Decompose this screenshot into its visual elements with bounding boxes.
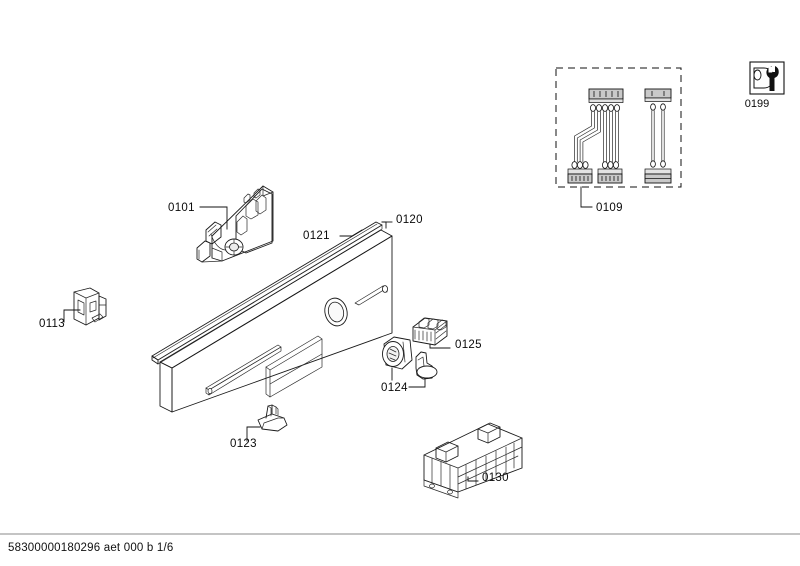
leader-0101 (199, 206, 228, 230)
trim-strip (151, 221, 383, 365)
harness-cable-b (644, 88, 672, 184)
rotary-knob (382, 336, 413, 370)
harness-connector-bottom-right (597, 168, 623, 184)
callout-0120: 0120 (396, 214, 423, 226)
callout-0109: 0109 (596, 202, 623, 214)
service-icon-group (749, 61, 785, 95)
harness-connector-bottom-left (567, 168, 593, 184)
callout-0124: 0124 (381, 382, 408, 394)
leader-0123 (246, 426, 261, 442)
push-button (415, 351, 438, 380)
callout-0121: 0121 (303, 230, 330, 242)
leader-0130 (467, 476, 479, 482)
leader-0121 (339, 229, 363, 237)
sheet-footer-text: 58300000180296 aet 000 b 1/6 (8, 542, 173, 554)
service-icon-caption: 0199 (745, 98, 769, 110)
callout-0125: 0125 (455, 339, 482, 351)
latch-clip (257, 404, 288, 432)
group-dashed-box (555, 67, 682, 188)
harness-wires (574, 111, 619, 163)
callout-0101: 0101 (168, 202, 195, 214)
harness-connector-top-a (588, 88, 624, 103)
ribbed-bracket (423, 422, 523, 499)
leader-0124 (408, 377, 426, 388)
callout-0123: 0123 (230, 438, 257, 450)
harness-ferrules-top (590, 104, 621, 112)
callout-0113: 0113 (39, 318, 65, 330)
fascia-panel (159, 229, 393, 413)
mounting-clip (73, 287, 107, 326)
leader-0113 (63, 309, 81, 323)
harness-ferrules-bottom-right (602, 161, 620, 169)
leader-0120 (381, 221, 387, 229)
wiring-harness-group (555, 67, 682, 208)
leader-0125 (429, 343, 451, 349)
wrench-icon (766, 66, 779, 91)
button-switch-block (412, 317, 448, 346)
callout-0130: 0130 (482, 472, 509, 484)
control-module-pcb (196, 185, 274, 263)
harness-ferrules-bottom-left (571, 161, 589, 169)
leader-0109 (580, 186, 593, 208)
